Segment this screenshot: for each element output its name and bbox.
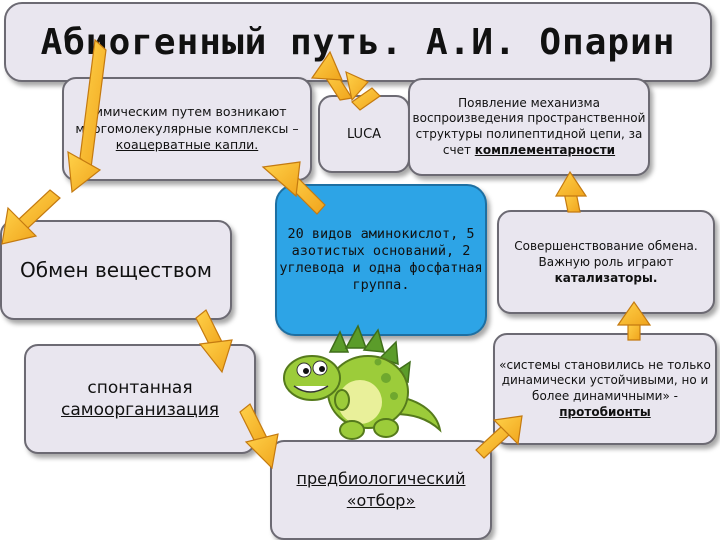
chem-coacervates: коацерватные капли. (115, 137, 259, 153)
prebio-label: предбиологический «отбор» (296, 469, 466, 510)
self-org-line1: спонтанная (87, 377, 193, 398)
diagram-title: Абиогенный путь. А.И. Опарин (40, 21, 676, 63)
arrow-improve-to-repl (563, 191, 581, 213)
box-metabolism: Обмен веществом (0, 220, 232, 320)
systems-protobionts: протобионты (559, 404, 651, 419)
repl-complementarity: комплементарности (474, 142, 616, 157)
box-luca: LUCA (318, 95, 410, 173)
improve-catalysts: катализаторы. (554, 271, 658, 286)
repl-text: Появление механизма воспроизведения прос… (412, 95, 646, 157)
improve-text: Совершенствование обмена. Важную роль иг… (514, 238, 698, 269)
metabolism-label: Обмен веществом (20, 258, 212, 282)
luca-label: LUCA (346, 126, 382, 142)
box-improvement: Совершенствование обмена. Важную роль иг… (497, 210, 715, 314)
title-box: Абиогенный путь. А.И. Опарин (4, 2, 712, 82)
box-replication: Появление механизма воспроизведения прос… (408, 78, 650, 176)
dinosaur-illustration (283, 324, 442, 440)
center-text: 20 видов аминокислот, 5 азотистых основа… (279, 226, 483, 293)
systems-text: «системы становились не только динамичес… (499, 357, 711, 403)
box-building-blocks: 20 видов аминокислот, 5 азотистых основа… (275, 184, 487, 336)
box-self-organization: спонтанная самоорганизация (24, 344, 256, 454)
box-prebiological-selection: предбиологический «отбор» (270, 440, 492, 540)
chem-text: химическим путем возникают многомолекуля… (75, 104, 299, 136)
self-org-underlined: самоорганизация (61, 400, 219, 420)
box-chemical-path: химическим путем возникают многомолекуля… (62, 77, 312, 181)
box-protobionts: «системы становились не только динамичес… (493, 333, 717, 445)
